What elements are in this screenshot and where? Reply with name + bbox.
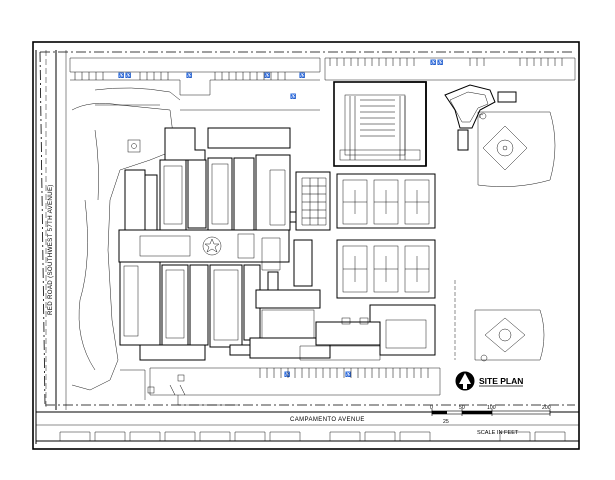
scale-caption: SCALE IN FEET	[477, 430, 519, 436]
sheet-border	[32, 41, 580, 450]
field-house	[444, 84, 517, 151]
svg-text:♿: ♿	[284, 371, 290, 378]
west-lawn	[71, 103, 176, 391]
scale-tick-100: 100	[487, 405, 496, 411]
south-buildings	[249, 237, 436, 361]
campamento-avenue	[36, 411, 579, 442]
svg-text:♿: ♿	[345, 371, 351, 378]
property-line	[39, 51, 575, 406]
baseball-field-south	[454, 280, 545, 362]
site-plan-title: SITE PLAN	[479, 376, 523, 386]
svg-text:♿: ♿	[186, 72, 192, 79]
service-drive	[120, 369, 146, 400]
campamento-avenue-label: CAMPAMENTO AVENUE	[290, 417, 365, 423]
tennis-courts-north	[336, 173, 436, 229]
svg-text:♿: ♿	[299, 72, 305, 79]
accessible-parking-icon: ♿♿ ♿ ♿ ♿ ♿ ♿♿ ♿ ♿	[118, 59, 443, 378]
svg-text:♿: ♿	[430, 59, 436, 66]
red-road-label: RED ROAD (SOUTHWEST 57TH AVENUE)	[47, 184, 54, 315]
svg-text:♿: ♿	[118, 72, 124, 79]
svg-text:♿: ♿	[125, 72, 131, 79]
south-parking-lot	[147, 367, 441, 406]
svg-text:♿: ♿	[437, 59, 443, 66]
north-arrow-icon	[455, 371, 475, 391]
red-road	[35, 50, 67, 444]
north-parking-lot	[69, 57, 576, 111]
scale-bar	[431, 409, 551, 416]
svg-text:♿: ♿	[264, 72, 270, 79]
scale-tick-50: 50	[459, 405, 465, 411]
tennis-courts-south	[336, 239, 436, 299]
scale-tick-200: 200	[542, 405, 551, 411]
scale-sub-tick-25: 25	[443, 419, 449, 425]
pool-building	[289, 171, 331, 231]
scale-tick-0: 0	[430, 405, 433, 411]
baseball-field-north	[477, 111, 556, 187]
gymnasium-building	[333, 81, 427, 167]
svg-text:♿: ♿	[290, 93, 296, 100]
main-school-buildings	[118, 127, 291, 361]
